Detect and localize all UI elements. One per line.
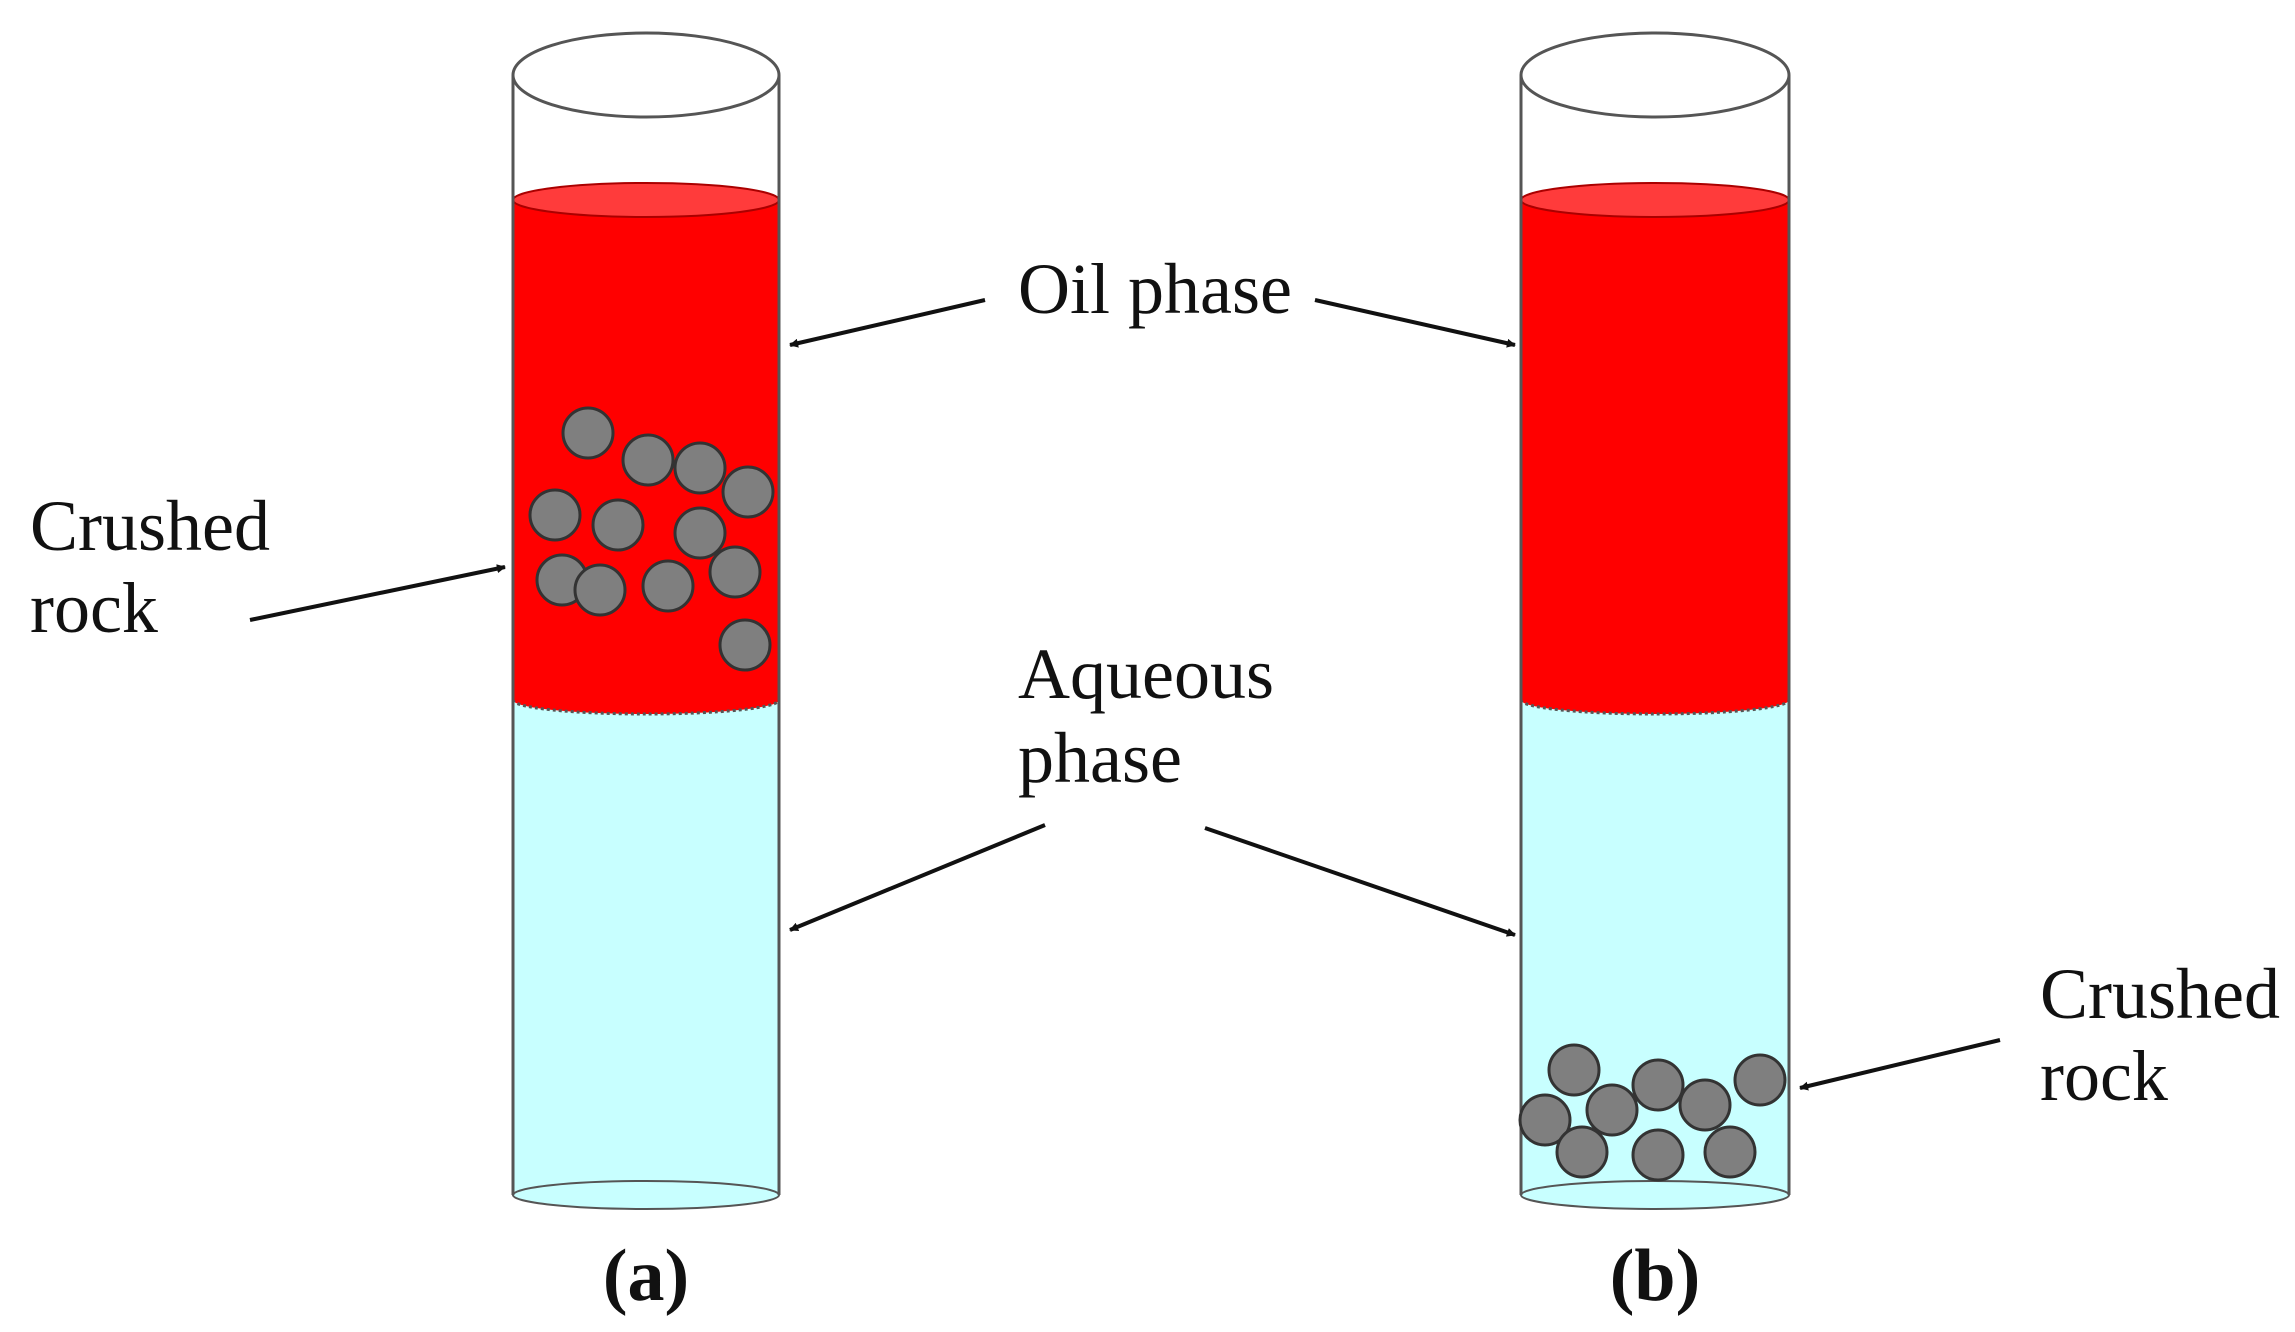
oil-phase-b (1521, 200, 1789, 700)
rock-particle (708, 545, 762, 599)
rock-particle (1703, 1125, 1757, 1179)
rock-particle (721, 465, 775, 519)
rock-particle (1733, 1053, 1787, 1107)
crushed-rock-label-a-line2: rock (30, 568, 158, 648)
rock-particle (1518, 1093, 1572, 1147)
test-tube-a (511, 31, 781, 1210)
crushed-rock-label-b-line1: Crushed (2040, 954, 2280, 1034)
arrow-aqueous-phase-b (1204, 826, 1516, 937)
crushed-rock-label-a-line1: Crushed (30, 486, 270, 566)
aqueous-phase-label-line2: phase (1018, 718, 1182, 798)
rock-particle (641, 559, 695, 613)
tube-rim-b (1519, 31, 1791, 119)
rock-particle (573, 563, 627, 617)
arrow-oil-phase-a (789, 298, 986, 348)
rock-particle (1547, 1043, 1601, 1097)
rock-particle (673, 506, 727, 560)
rock-particle (528, 488, 582, 542)
rock-particle (591, 498, 645, 552)
rock-particle (621, 433, 675, 487)
arrow-aqueous-phase-a (789, 823, 1046, 932)
oil-phase-label: Oil phase (1018, 249, 1292, 329)
tube-rim-a (511, 31, 781, 119)
caption-a: (a) (603, 1235, 689, 1317)
crushed-rock-group-a (528, 406, 775, 672)
aqueous-phase-label-line1: Aqueous (1018, 634, 1274, 714)
arrow-crushed-rock-a (249, 564, 506, 622)
aqueous-phase-a (513, 700, 779, 1195)
rock-particle (1678, 1078, 1732, 1132)
test-tube-b (1518, 31, 1791, 1210)
rock-particle (673, 441, 727, 495)
rock-particle (1631, 1128, 1685, 1182)
rock-particle (1555, 1125, 1609, 1179)
crushed-rock-group-b (1518, 1043, 1787, 1182)
rock-particle (1631, 1058, 1685, 1112)
arrow-crushed-rock-b (1799, 1038, 2001, 1091)
rock-particle (561, 406, 615, 460)
arrow-oil-phase-b (1314, 298, 1516, 348)
rock-particle (718, 618, 772, 672)
caption-b: (b) (1610, 1235, 1700, 1317)
crushed-rock-label-b-line2: rock (2040, 1036, 2168, 1116)
rock-particle (1585, 1083, 1639, 1137)
